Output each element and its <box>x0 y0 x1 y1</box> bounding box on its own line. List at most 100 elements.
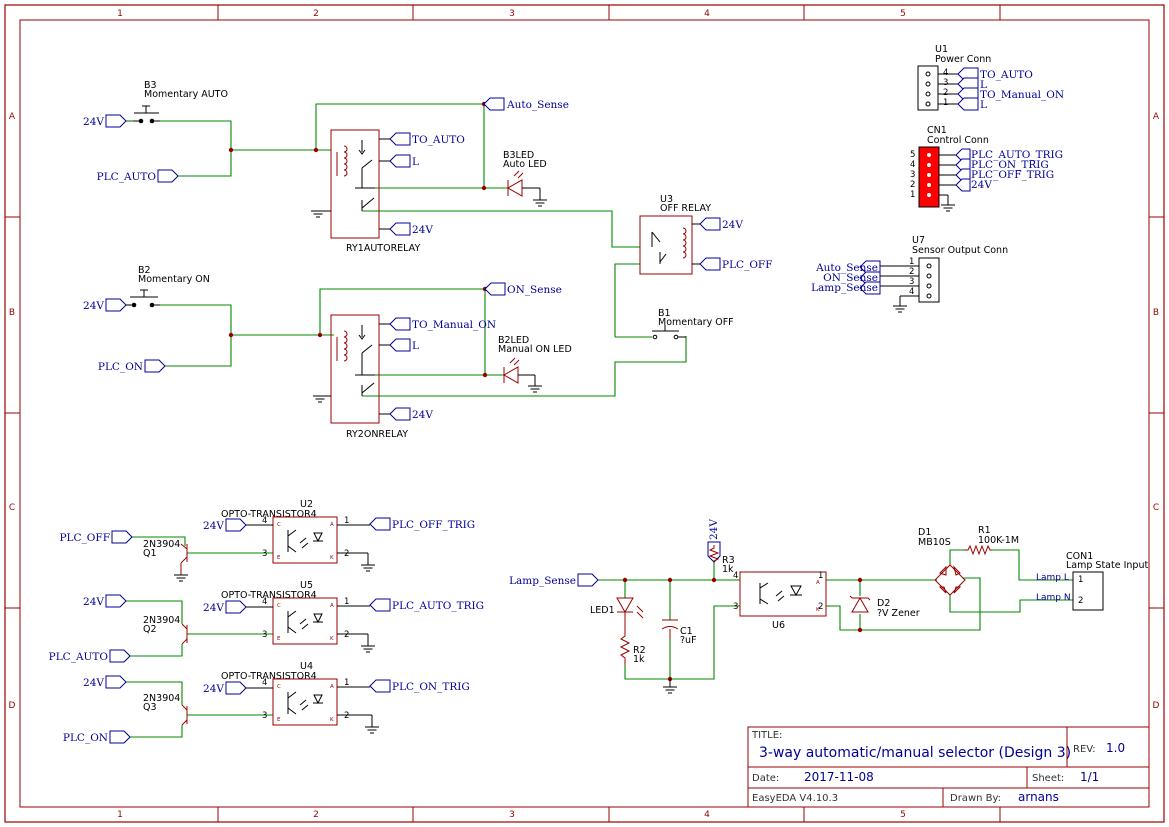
svg-text:U7: U7 <box>912 235 925 246</box>
svg-text:24V: 24V <box>83 300 104 312</box>
net-flag-l: L <box>389 338 419 352</box>
svg-text:PLC_AUTO: PLC_AUTO <box>97 171 157 183</box>
svg-text:2N3904: 2N3904 <box>143 615 180 626</box>
svg-text:U5: U5 <box>300 580 313 591</box>
svg-text:5: 5 <box>910 150 915 160</box>
resistor-r2: R2 1k <box>619 630 646 665</box>
svg-text:24V: 24V <box>708 519 720 540</box>
svg-text:Lamp_Sense: Lamp_Sense <box>811 282 878 294</box>
led-b3: B3LED Auto LED <box>503 150 548 207</box>
svg-text:E: E <box>277 555 281 561</box>
svg-text:PLC_OFF: PLC_OFF <box>722 259 773 271</box>
net-flag-plc-off: PLC_OFF <box>699 257 773 271</box>
zone-col-label: 5 <box>900 810 906 820</box>
svg-text:2: 2 <box>344 549 349 559</box>
svg-text:E: E <box>277 717 281 723</box>
zone-row-label: C <box>9 503 15 513</box>
date-label: Date: <box>752 773 779 784</box>
svg-text:PLC_OFF: PLC_OFF <box>59 532 110 544</box>
svg-text:TO_Manual_ON: TO_Manual_ON <box>980 89 1064 101</box>
resistor-r3: R3 1k <box>708 545 735 575</box>
net-flag-plc-on-trig: PLC_ON_TRIG <box>369 679 470 693</box>
svg-text:K: K <box>330 717 334 723</box>
capacitor-c1: C1 ?uF <box>661 619 697 694</box>
svg-text:ON_Sense: ON_Sense <box>823 272 878 284</box>
svg-text:2: 2 <box>818 602 823 612</box>
svg-text:R2: R2 <box>633 645 646 656</box>
svg-text:Q2: Q2 <box>143 624 157 635</box>
svg-text:C1: C1 <box>680 626 693 637</box>
svg-text:24V: 24V <box>83 677 104 689</box>
svg-text:Power Conn: Power Conn <box>935 54 991 65</box>
svg-text:CON1: CON1 <box>1066 551 1093 562</box>
zone-row-label: D <box>9 701 16 711</box>
zone-col-label: 4 <box>704 810 710 820</box>
svg-text:C: C <box>277 603 281 609</box>
svg-text:RY2ONRELAY: RY2ONRELAY <box>346 429 408 440</box>
svg-text:C: C <box>277 684 281 690</box>
svg-text:PLC_ON: PLC_ON <box>63 732 108 744</box>
net-flag-24v: 24V <box>83 675 127 689</box>
net-flag-plc-on: PLC_ON <box>63 730 131 744</box>
zone-col-label: 4 <box>704 9 710 19</box>
net-flag-24v: 24V <box>203 681 247 695</box>
svg-text:3: 3 <box>943 78 948 88</box>
svg-text:4: 4 <box>943 68 948 78</box>
svg-text:L: L <box>412 156 419 168</box>
svg-text:Momentary OFF: Momentary OFF <box>658 317 734 328</box>
net-flag-auto-sense: Auto_Sense <box>483 97 569 111</box>
svg-text:2: 2 <box>943 88 948 98</box>
svg-text:B1: B1 <box>658 308 671 319</box>
led-b2: B2LED Manual ON LED <box>498 335 572 393</box>
svg-text:OPTO-TRANSISTOR4: OPTO-TRANSISTOR4 <box>221 590 317 601</box>
svg-text:Lamp L: Lamp L <box>1036 573 1069 583</box>
zone-row-label: B <box>1153 308 1159 318</box>
svg-text:3: 3 <box>262 711 267 721</box>
transistor-q1: 2N3904 Q1 <box>143 539 189 582</box>
svg-text:1k: 1k <box>722 564 734 575</box>
svg-text:?uF: ?uF <box>680 635 697 646</box>
date-value: 2017-11-08 <box>804 770 874 784</box>
svg-text:Lamp N: Lamp N <box>1036 593 1071 603</box>
svg-text:OPTO-TRANSISTOR4: OPTO-TRANSISTOR4 <box>221 509 317 520</box>
svg-text:U2: U2 <box>300 499 313 510</box>
svg-text:D1: D1 <box>918 527 931 538</box>
svg-text:L: L <box>980 79 987 91</box>
svg-text:24V: 24V <box>722 219 743 231</box>
svg-text:L: L <box>980 99 987 111</box>
svg-text:3: 3 <box>262 630 267 640</box>
svg-text:K: K <box>330 555 334 561</box>
net-flag-on-sense: ON_Sense <box>484 282 562 296</box>
svg-text:3: 3 <box>262 549 267 559</box>
svg-text:R1: R1 <box>978 525 991 536</box>
net-flag-lamp-sense: Lamp_Sense <box>509 573 599 587</box>
svg-text:1: 1 <box>943 98 948 108</box>
switch-b1: B1 Momentary OFF <box>652 308 734 340</box>
svg-text:A: A <box>330 603 334 609</box>
net-flag-24v: 24V <box>83 298 127 312</box>
switch-b3: B3 Momentary AUTO <box>133 80 228 124</box>
svg-text:24V: 24V <box>203 683 224 695</box>
zone-col-label: 2 <box>313 9 319 19</box>
net-flag-24v: 24V <box>83 594 127 608</box>
svg-text:OPTO-TRANSISTOR4: OPTO-TRANSISTOR4 <box>221 671 317 682</box>
transistor-q2: 2N3904 Q2 <box>143 615 188 645</box>
zone-col-label: 2 <box>313 810 319 820</box>
svg-text:TO_AUTO: TO_AUTO <box>412 134 465 146</box>
zone-row-label: C <box>1153 503 1159 513</box>
svg-text:24V: 24V <box>412 409 433 421</box>
title-label: TITLE: <box>751 730 782 741</box>
opto-u4: U4 OPTO-TRANSISTOR4 43 12 CE AK <box>221 661 380 734</box>
svg-text:4: 4 <box>262 516 267 526</box>
svg-text:TO_AUTO: TO_AUTO <box>980 69 1033 81</box>
svg-text:3: 3 <box>909 277 914 287</box>
zone-col-label: 5 <box>900 9 906 19</box>
connector-con1: CON1 Lamp State Input 12 Lamp L Lamp N <box>1036 551 1148 611</box>
svg-text:3: 3 <box>733 602 738 612</box>
svg-text:U6: U6 <box>772 620 785 631</box>
svg-text:2N3904: 2N3904 <box>143 539 180 550</box>
svg-text:2: 2 <box>909 267 914 277</box>
zone-row-label: B <box>9 308 15 318</box>
